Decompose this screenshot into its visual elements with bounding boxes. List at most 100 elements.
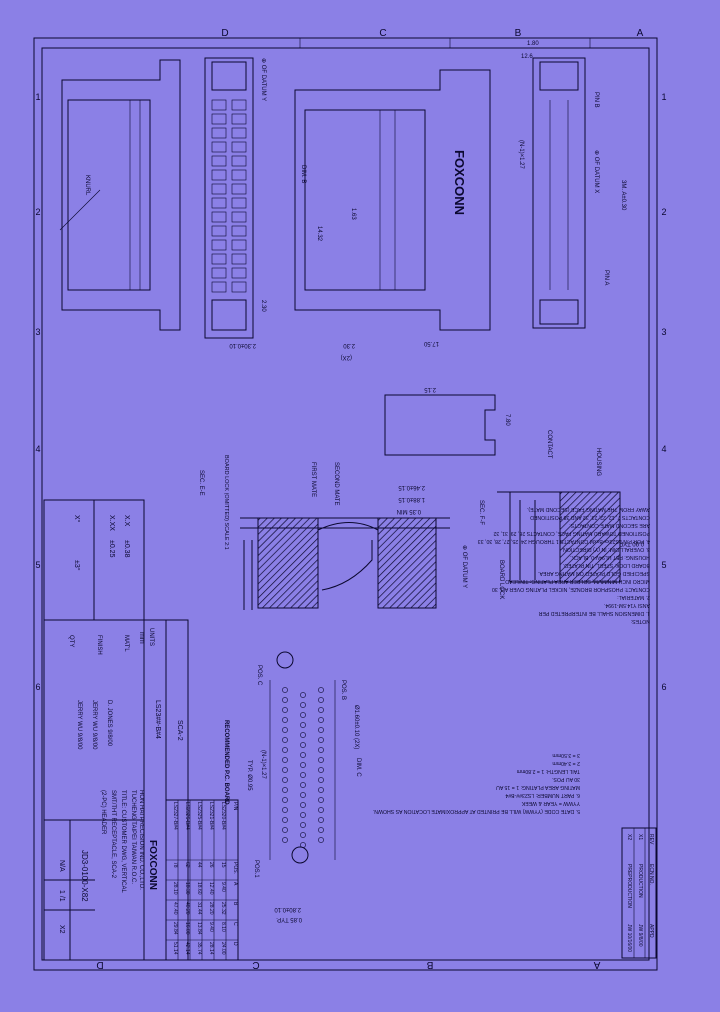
dim-c-label: DIM. C bbox=[355, 758, 361, 777]
zone-markers-side: 1 2 3 4 5 6 1 2 3 4 5 6 bbox=[35, 92, 666, 692]
note-line: 6. PART NUMBER: LS23##-B#4 bbox=[505, 792, 580, 798]
dim-780: 7.80 bbox=[504, 414, 510, 426]
section-ee: SEC. E-E BOARD LOCK (OMITTED) SCALE 2:1 … bbox=[198, 455, 467, 610]
board-view: FOXCONN DIM. B 14.32 1.63 2.30 (2X) 17.5… bbox=[294, 69, 491, 360]
pn-table-cell: 18.30 bbox=[184, 882, 190, 895]
zone-letter: D bbox=[221, 28, 228, 39]
tol-ang: X° bbox=[73, 515, 81, 523]
pcb-hole bbox=[282, 837, 288, 843]
pn-table-cell: 47.40 bbox=[172, 902, 178, 915]
dim-1432: 14.32 bbox=[316, 226, 322, 242]
pcb-hole bbox=[282, 797, 288, 803]
sheet-value: 1 /1 bbox=[58, 890, 65, 902]
dim-1750: 17.50 bbox=[423, 340, 439, 346]
contact-slot bbox=[211, 169, 227, 181]
foxconn-logo: FOXCONN bbox=[452, 150, 467, 215]
dim-163: 1.63 bbox=[350, 208, 356, 220]
pn-table-cell: 28.10 bbox=[172, 882, 178, 895]
note-line: 3. OVERALL DIM. IN (Y) DIRECTION. bbox=[562, 546, 650, 552]
pcb-hole bbox=[300, 702, 306, 708]
pcb-hole bbox=[300, 692, 306, 698]
pn-table-cell: P/N bbox=[232, 802, 238, 811]
contact-slot bbox=[231, 197, 247, 209]
pcb-hole bbox=[300, 822, 306, 828]
knurl-label: KNURL bbox=[84, 175, 90, 196]
note-line: SPECIFIED GOLD PLATED ON MATING AREA. bbox=[538, 570, 650, 576]
pcb-hole bbox=[300, 722, 306, 728]
contact-slot bbox=[231, 155, 247, 167]
pcb-hole bbox=[300, 762, 306, 768]
contact-slot bbox=[231, 281, 247, 293]
pcb-hole bbox=[318, 697, 324, 703]
zone-number: 2 bbox=[35, 207, 40, 217]
contact-slot bbox=[211, 225, 227, 237]
pcb-hole bbox=[282, 727, 288, 733]
note-line: 4. FOR P/N LS23xx-BxxM CONTACTS 1 THROUG… bbox=[478, 538, 650, 544]
hole-label-1: Ø1.60±0.10 (2X) bbox=[353, 705, 359, 749]
pn-table-cell: 29.84 bbox=[172, 922, 178, 935]
note-line: ARE SECOND MATE CONTACTS. bbox=[569, 522, 650, 528]
pn-table-cell: 44 bbox=[196, 862, 202, 868]
pos-b-label: POS. B bbox=[340, 680, 346, 700]
note-line: POSITIONED TOWARD MATING FACE, CONTACTS … bbox=[493, 530, 650, 536]
zone-number: 1 bbox=[661, 92, 666, 102]
rev-value: X2 bbox=[58, 925, 65, 934]
title-block: SCA-2 LS23##-B#4 D. JONES 9/8/00 JERRY W… bbox=[44, 619, 189, 961]
pcb-hole bbox=[318, 807, 324, 813]
contact-slot bbox=[231, 99, 247, 111]
housing-label: HOUSING bbox=[595, 448, 601, 476]
revision-cell: JW 10/16/00 bbox=[626, 924, 632, 952]
pn-table-cell: 9.40 bbox=[208, 922, 214, 932]
contact-slot bbox=[231, 211, 247, 223]
pn-table-cell: 12.40 bbox=[208, 882, 214, 895]
note-line: YYWW = YEAR & WEEK bbox=[521, 800, 580, 806]
datum-x-label: ⊕ OF DATUM X bbox=[593, 150, 599, 193]
mount-hole bbox=[276, 651, 294, 669]
qty-label: QTY bbox=[68, 635, 74, 647]
pcb-hole bbox=[318, 827, 324, 833]
board-lock-label: BOARD LOCK (OMITTED) SCALE 2:1 bbox=[223, 455, 229, 550]
contact-slot bbox=[211, 155, 227, 167]
dim-085: 0.85 TYP. bbox=[276, 916, 302, 922]
contact-label: CONTACT bbox=[546, 430, 552, 459]
mount-hole bbox=[291, 846, 309, 864]
zone-number: 6 bbox=[661, 682, 666, 692]
note-line: 3 = 3.50mm bbox=[552, 752, 580, 758]
part-name: SCA-2 bbox=[176, 720, 183, 741]
pn-table: P/NLS2320-B#4LS2321-B#4LS2325-B#4LS2326-… bbox=[165, 799, 239, 961]
pin-b-label: PIN B bbox=[593, 92, 599, 108]
dim-215: 2.15 bbox=[424, 386, 436, 392]
datum-y-label: ⊕ OF DATUM Y bbox=[260, 58, 266, 101]
pcb-hole bbox=[318, 747, 324, 753]
note-line: MICRO INCH MINIMUM, SOLDER AREA PLATING:… bbox=[504, 578, 650, 584]
note-line: 2. MATERIAL: bbox=[617, 594, 650, 600]
pn-table-cell: LS2325-B#4 bbox=[196, 802, 202, 830]
side-view: KNURL bbox=[59, 59, 181, 331]
part-number: LS23##-B#4 bbox=[154, 700, 161, 739]
pn-table-cell: 16.00 bbox=[184, 922, 190, 935]
zone-number: 3 bbox=[661, 327, 666, 337]
pn-table-cell: 40.20 bbox=[184, 902, 190, 915]
note-line: CONTACT: PHOSPHOR BRONZE, NICKEL PLATING… bbox=[492, 586, 650, 592]
pcb-hole bbox=[318, 757, 324, 763]
detail-view: 2.15 7.80 bbox=[384, 386, 510, 456]
pcb-hole bbox=[300, 712, 306, 718]
pcb-hole bbox=[318, 717, 324, 723]
pcb-hole bbox=[318, 797, 324, 803]
zone-number: 2 bbox=[661, 207, 666, 217]
contact-slot bbox=[211, 197, 227, 209]
pn-table-cell: 31.44 bbox=[196, 902, 202, 915]
pitch-label: (N-1)×1.27 bbox=[260, 750, 266, 780]
pcb-hole bbox=[282, 777, 288, 783]
tol-x-val: ±0.38 bbox=[123, 540, 130, 558]
zone-letter: D bbox=[96, 959, 103, 970]
contact-slot bbox=[231, 253, 247, 265]
title-line-2: SMT/THT RECEPTACLE, SCA-2 bbox=[110, 790, 116, 879]
dwg-number: JD3-0100-X82 bbox=[80, 850, 89, 902]
dim-b-label: DIM. B bbox=[300, 165, 306, 183]
note-line: CONTACTS 7, 12, 22, 23, 32 AND 38 POSITI… bbox=[530, 514, 650, 520]
pn-table-cell: 78 bbox=[172, 862, 178, 868]
units-value: mm bbox=[138, 632, 145, 644]
pcb-hole bbox=[318, 837, 324, 843]
notes-block: NOTES:1. DIMENSION SHALL BE INTERPRETED … bbox=[478, 506, 650, 624]
